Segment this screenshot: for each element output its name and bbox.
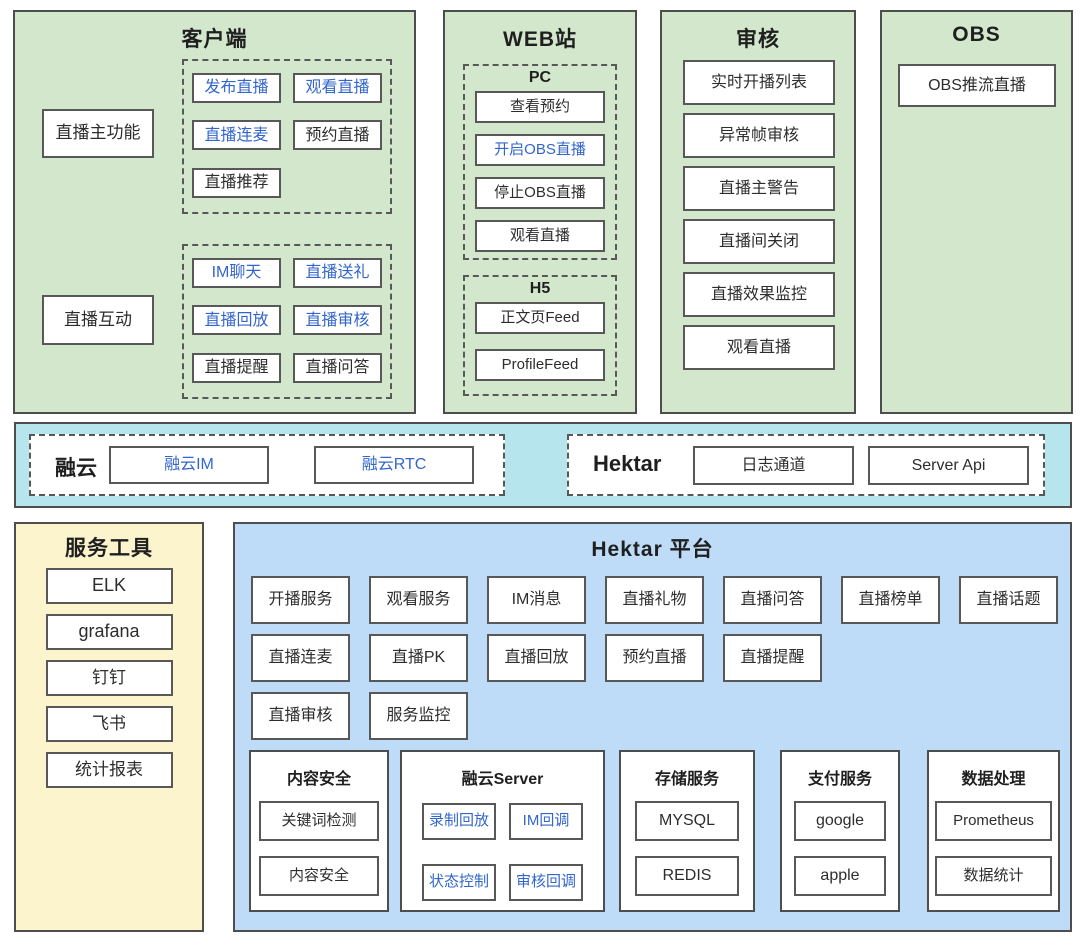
service-tools-title: 服务工具 (65, 537, 153, 560)
diagram-node-abnormal-frame-review: 异常帧审核 (683, 113, 835, 158)
diagram-node-rongcloud-rtc: 融云RTC (314, 446, 474, 484)
diagram-node-watch-live-audit: 观看直播 (683, 325, 835, 370)
platform-group-payment: 支付服务 google apple (780, 750, 900, 912)
client-side-node-live-interaction: 直播互动 (42, 295, 154, 345)
platform-row-2: 直播连麦 直播PK 直播回放 预约直播 直播提醒 (235, 634, 1070, 682)
group-title-rongcloud-server: 融云Server (461, 771, 544, 788)
client-panel: 客户端 直播主功能 直播互动 发布直播 观看直播 直播连麦 预约直播 直播推荐 … (13, 10, 416, 414)
diagram-node-live-comic-service: 直播连麦 (251, 634, 350, 682)
diagram-node-live-qa: 直播问答 (293, 352, 382, 383)
diagram-node-live-review-service: 直播审核 (251, 692, 350, 740)
diagram-node-keyword-detection: 关键词检测 (259, 801, 379, 841)
service-tools-panel: 服务工具 ELK grafana 钉钉 飞书 统计报表 (14, 522, 204, 932)
diagram-node-watch-service: 观看服务 (369, 576, 468, 624)
diagram-node-realtime-live-list: 实时开播列表 (683, 60, 835, 105)
diagram-node-obs-push-live: OBS推流直播 (898, 64, 1056, 107)
client-group-streamer: 发布直播 观看直播 直播连麦 预约直播 直播推荐 (182, 59, 392, 214)
diagram-node-elk: ELK (45, 568, 173, 604)
web-group-pc-label: PC (528, 69, 552, 86)
web-panel: WEB站 PC 查看预约 开启OBS直播 停止OBS直播 观看直播 H5 正文页… (443, 10, 637, 414)
hektar-channel-group-label: Hektar (593, 451, 662, 476)
spacer (293, 168, 382, 200)
hektar-platform-title: Hektar 平台 (591, 538, 714, 561)
platform-group-rongcloud-server: 融云Server 录制回放 IM回调 状态控制 审核回调 (400, 750, 605, 912)
diagram-node-start-obs-live: 开启OBS直播 (475, 134, 605, 166)
diagram-node-dingtalk: 钉钉 (45, 660, 173, 696)
diagram-node-schedule-live: 预约直播 (293, 120, 382, 151)
web-group-h5: H5 正文页Feed ProfileFeed (463, 275, 617, 396)
rongcloud-group-label: 融云 (55, 457, 97, 480)
diagram-node-publish-live: 发布直播 (192, 73, 281, 103)
platform-row-1: 开播服务 观看服务 IM消息 直播礼物 直播问答 直播榜单 直播话题 (235, 576, 1070, 624)
diagram-node-live-recommend: 直播推荐 (192, 167, 281, 198)
group-title-content-security: 内容安全 (286, 771, 351, 788)
diagram-node-schedule-live-service: 预约直播 (605, 634, 704, 682)
diagram-node-stop-obs-live: 停止OBS直播 (475, 177, 605, 209)
diagram-node-grafana: grafana (45, 614, 173, 650)
hektar-channel-group: Hektar 日志通道 Server Api (567, 434, 1045, 496)
diagram-node-live-topic: 直播话题 (959, 576, 1058, 624)
obs-panel-title: OBS (952, 23, 1001, 46)
group-title-storage: 存储服务 (654, 771, 719, 788)
client-group-interaction: IM聊天 直播送礼 直播回放 直播审核 直播提醒 直播问答 (182, 244, 392, 399)
rongcloud-group: 融云 融云IM 融云RTC (29, 434, 505, 496)
diagram-node-live-gift: 直播礼物 (605, 576, 704, 624)
middleware-strip: 融云 融云IM 融云RTC Hektar 日志通道 Server Api (14, 422, 1072, 508)
obs-panel: OBS OBS推流直播 (880, 10, 1073, 414)
diagram-node-state-control: 状态控制 (422, 864, 496, 901)
diagram-node-rongcloud-im: 融云IM (109, 446, 269, 484)
platform-group-data-processing: 数据处理 Prometheus 数据统计 (927, 750, 1060, 912)
diagram-node-review-callback: 审核回调 (509, 864, 583, 901)
diagram-node-live-ranking: 直播榜单 (841, 576, 940, 624)
diagram-node-log-channel: 日志通道 (693, 446, 854, 485)
diagram-node-live-reminder: 直播提醒 (192, 352, 281, 383)
web-group-pc: PC 查看预约 开启OBS直播 停止OBS直播 观看直播 (463, 64, 617, 260)
diagram-node-content-security: 内容安全 (259, 856, 379, 896)
hektar-platform-panel: Hektar 平台 开播服务 观看服务 IM消息 直播礼物 直播问答 直播榜单 … (233, 522, 1072, 932)
diagram-node-live-start-service: 开播服务 (251, 576, 350, 624)
client-side-node-streamer-functions: 直播主功能 (42, 109, 154, 158)
web-group-h5-label: H5 (529, 280, 551, 297)
diagram-node-live-qa-service: 直播问答 (723, 576, 822, 624)
platform-group-storage: 存储服务 MYSQL REDIS (619, 750, 755, 912)
audit-panel: 审核 实时开播列表 异常帧审核 直播主警告 直播间关闭 直播效果监控 观看直播 (660, 10, 856, 414)
diagram-node-apple-pay: apple (794, 856, 886, 896)
diagram-node-content-feed: 正文页Feed (475, 302, 605, 334)
diagram-node-live-reminder-service: 直播提醒 (723, 634, 822, 682)
diagram-node-live-pk: 直播PK (369, 634, 468, 682)
diagram-node-live-comic: 直播连麦 (192, 120, 281, 151)
diagram-node-feishu: 飞书 (45, 706, 173, 742)
diagram-node-data-statistics: 数据统计 (935, 856, 1052, 896)
diagram-node-im-callback: IM回调 (509, 803, 583, 840)
diagram-node-live-review: 直播审核 (293, 305, 382, 336)
platform-group-content-security: 内容安全 关键词检测 内容安全 (249, 750, 389, 912)
diagram-node-view-reservation: 查看预约 (475, 91, 605, 123)
diagram-node-live-replay-service: 直播回放 (487, 634, 586, 682)
diagram-node-im-chat: IM聊天 (192, 258, 281, 288)
platform-row-3: 直播审核 服务监控 (235, 692, 1070, 740)
diagram-node-google-pay: google (794, 801, 886, 841)
diagram-node-live-gifts: 直播送礼 (293, 258, 382, 288)
client-panel-title: 客户端 (181, 28, 248, 51)
diagram-node-im-message: IM消息 (487, 576, 586, 624)
diagram-node-live-replay: 直播回放 (192, 305, 281, 336)
diagram-node-profile-feed: ProfileFeed (475, 349, 605, 381)
diagram-node-watch-live-pc: 观看直播 (475, 220, 605, 252)
diagram-node-watch-live: 观看直播 (293, 73, 382, 103)
diagram-node-server-api: Server Api (868, 446, 1029, 485)
diagram-node-redis: REDIS (635, 856, 739, 896)
group-title-data-processing: 数据处理 (961, 771, 1026, 788)
diagram-node-stats-report: 统计报表 (45, 752, 173, 788)
diagram-node-service-monitor: 服务监控 (369, 692, 468, 740)
diagram-node-room-close: 直播间关闭 (683, 219, 835, 264)
audit-panel-title: 审核 (736, 28, 780, 51)
diagram-node-live-effect-monitor: 直播效果监控 (683, 272, 835, 317)
diagram-node-mysql: MYSQL (635, 801, 739, 841)
group-title-payment: 支付服务 (807, 771, 872, 788)
diagram-node-streamer-warning: 直播主警告 (683, 166, 835, 211)
diagram-node-prometheus: Prometheus (935, 801, 1052, 841)
web-panel-title: WEB站 (503, 28, 577, 51)
diagram-node-record-replay: 录制回放 (422, 803, 496, 840)
